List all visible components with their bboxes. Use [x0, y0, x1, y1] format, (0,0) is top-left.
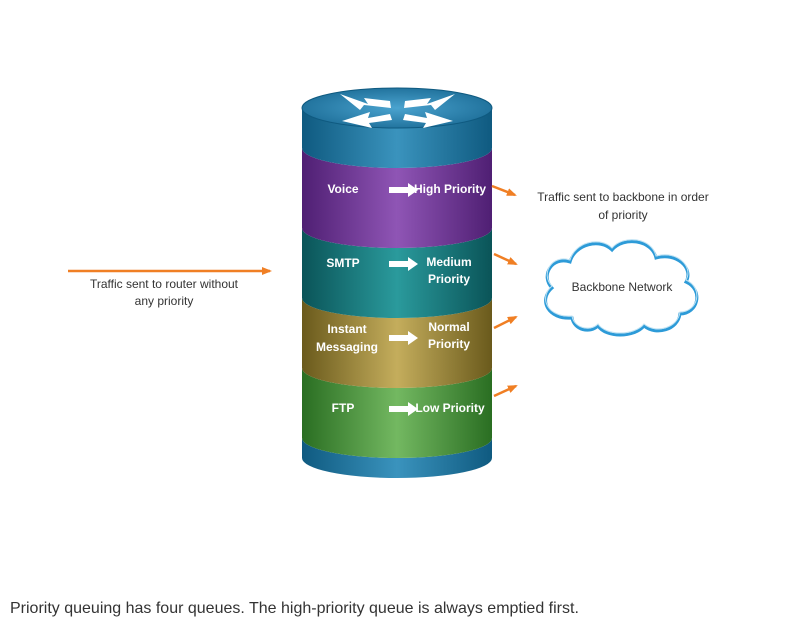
- output-arrow-smtp: [493, 252, 518, 266]
- queue-band-ftp: [302, 368, 492, 458]
- queue-band-smtp: [302, 228, 492, 318]
- priority-label-instant-messaging-line1: Normal: [428, 320, 469, 334]
- inner-arrows: [389, 183, 418, 416]
- router-icon: [340, 94, 455, 128]
- inner-arrow-instant-messaging: [389, 331, 418, 345]
- queue-label-instant-messaging-line1: Instant: [327, 322, 366, 336]
- output-arrow-instant-messaging: [493, 315, 518, 330]
- output-arrows: [491, 184, 518, 398]
- queue-band-voice: [302, 148, 492, 248]
- priority-label-smtp-line1: Medium: [426, 255, 471, 269]
- output-arrow-ftp: [493, 384, 518, 398]
- priority-label-smtp-line2: Priority: [428, 272, 470, 286]
- inner-arrow-smtp: [389, 257, 418, 271]
- cloud-icon: [544, 239, 699, 337]
- inner-arrow-voice: [389, 183, 418, 197]
- output-label-line1: Traffic sent to backbone in order: [537, 190, 708, 204]
- queue-label-ftp: FTP: [332, 401, 355, 415]
- priority-label-voice: High Priority: [414, 182, 486, 196]
- priority-queuing-diagram: Voice High Priority SMTP Medium Priority…: [68, 87, 709, 478]
- output-arrow-voice: [491, 184, 517, 197]
- figure-caption: Priority queuing has four queues. The hi…: [10, 600, 579, 617]
- input-label-line1: Traffic sent to router without: [90, 277, 239, 291]
- priority-label-ftp: Low Priority: [415, 401, 485, 415]
- priority-label-instant-messaging-line2: Priority: [428, 337, 470, 351]
- queue-label-smtp: SMTP: [326, 256, 359, 270]
- queue-band-instant-messaging: [302, 298, 492, 388]
- cylinder-top-face: [301, 87, 493, 129]
- queue-label-instant-messaging-line2: Messaging: [316, 340, 378, 354]
- output-label-line2: of priority: [598, 208, 647, 222]
- input-label-line2: any priority: [135, 294, 194, 308]
- router-cylinder: [301, 87, 493, 478]
- queue-label-voice: Voice: [327, 182, 358, 196]
- backbone-network-label: Backbone Network: [572, 280, 674, 294]
- inner-arrow-ftp: [389, 402, 418, 416]
